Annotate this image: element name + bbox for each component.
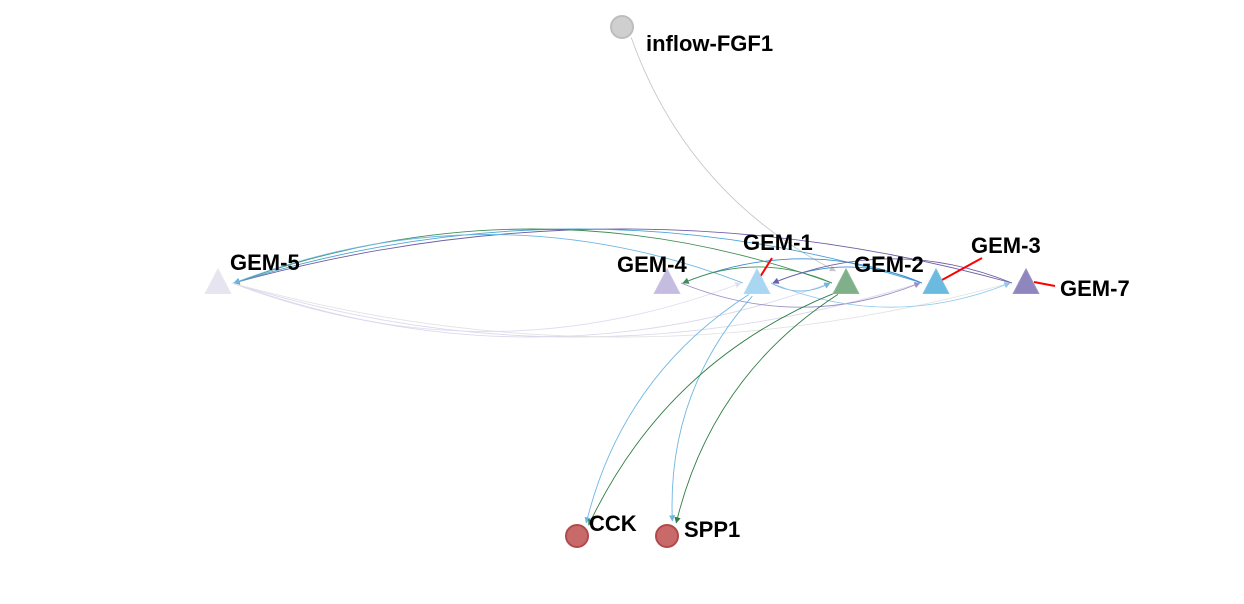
edge-GEM-2-to-CCK [588, 292, 836, 526]
edge-inflow-FGF1-to-GEM-2 [630, 37, 837, 272]
edge-GEM-1-to-CCK [584, 294, 750, 524]
edge-GEM-2-to-GEM-4 [682, 266, 833, 284]
edge-GEM-5-to-GEM-7 [231, 281, 1011, 338]
edge-GEM-5-to-GEM-3 [231, 281, 921, 338]
label-leader-line [1033, 281, 1056, 287]
edge-GEM-1-to-SPP1 [668, 295, 753, 522]
node-gem-1-triangle-icon[interactable] [743, 267, 771, 294]
node-label: GEM-4 [617, 252, 687, 277]
edge-GEM-5-to-GEM-1 [231, 282, 742, 332]
node-label: GEM-2 [854, 252, 924, 277]
node-label: inflow-FGF1 [646, 31, 773, 56]
node-label: GEM-3 [971, 233, 1041, 258]
node-label: GEM-5 [230, 250, 300, 275]
edge-GEM-4-to-GEM-3 [680, 282, 921, 308]
label-leader-line [759, 257, 773, 278]
node-label: GEM-7 [1060, 276, 1130, 301]
node-gem-7-triangle-icon[interactable] [1012, 267, 1040, 294]
edge-GEM-1-to-GEM-2 [770, 282, 831, 292]
node-spp1-circle-icon[interactable] [655, 524, 679, 548]
node-label: CCK [589, 511, 637, 536]
edge-GEM-7-to-GEM-5 [233, 228, 1013, 285]
edge-GEM-1-to-GEM-7 [770, 282, 1011, 308]
edge-GEM-7-to-GEM-1 [772, 258, 1013, 284]
edge-GEM-2-to-SPP1 [674, 294, 839, 524]
node-label: GEM-1 [743, 230, 813, 255]
edge-GEM-2-to-GEM-5 [233, 228, 833, 285]
node-gem-4-triangle-icon[interactable] [653, 267, 681, 294]
node-inflow-fgf1-circle-icon[interactable] [610, 15, 634, 39]
node-gem-3-triangle-icon[interactable] [922, 267, 950, 294]
node-gem-2-triangle-icon[interactable] [832, 267, 860, 294]
node-label: SPP1 [684, 517, 740, 542]
edge-GEM-3-to-GEM-5 [233, 228, 923, 285]
label-leader-line [941, 257, 983, 281]
edge-GEM-1-to-GEM-5 [233, 234, 744, 284]
edge-GEM-5-to-GEM-2 [231, 281, 831, 338]
node-gem-5-triangle-icon[interactable] [204, 267, 232, 294]
node-cck-circle-icon[interactable] [565, 524, 589, 548]
